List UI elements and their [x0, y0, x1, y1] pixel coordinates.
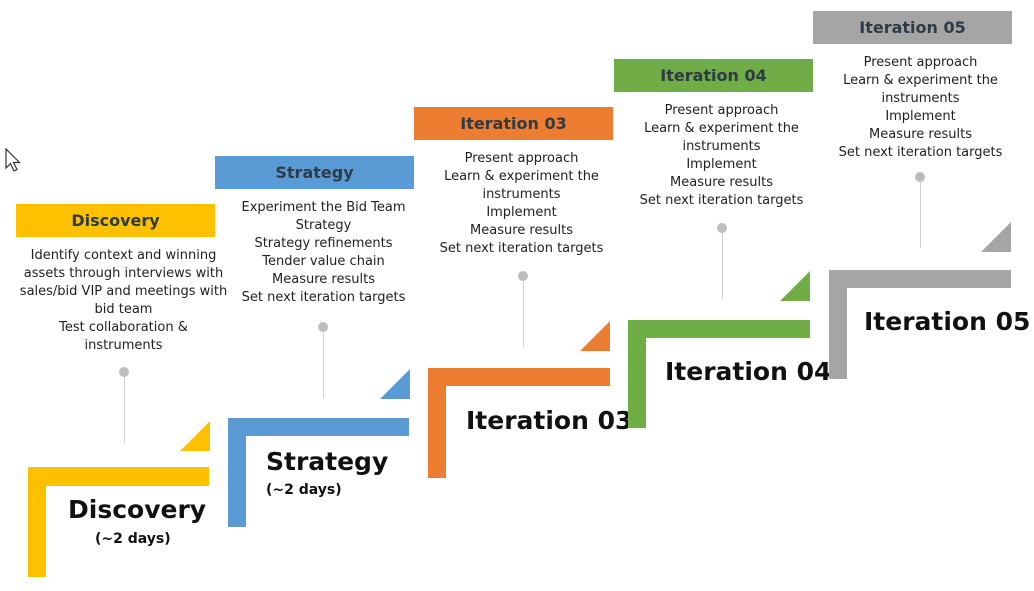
detail-line: Set next iteration targets	[439, 241, 604, 256]
detail-line: Test collaboration &	[59, 320, 188, 335]
step-vertical-bar	[628, 320, 646, 428]
detail-line: instruments	[682, 139, 761, 154]
iteration03-title: Iteration 03	[466, 406, 633, 435]
connector-dot	[318, 322, 328, 332]
step-vertical-bar	[428, 368, 446, 478]
connector-dot	[518, 271, 528, 281]
discovery-title: Discovery	[68, 495, 207, 524]
detail-line: Measure results	[272, 272, 375, 287]
connector-line	[124, 377, 125, 443]
discovery-details: Identify context and winning assets thro…	[16, 247, 231, 355]
detail-line: Measure results	[869, 127, 972, 142]
detail-line: Implement	[885, 109, 956, 124]
detail-line: Present approach	[863, 55, 978, 70]
connector-dot	[119, 367, 129, 377]
connector-dot	[915, 172, 925, 182]
step-vertical-bar	[228, 418, 246, 527]
detail-line: bid team	[94, 302, 153, 317]
detail-line: Implement	[686, 157, 757, 172]
detail-line: Set next iteration targets	[241, 290, 406, 305]
iteration04-title: Iteration 04	[665, 357, 832, 386]
discovery-header: Discovery	[16, 204, 215, 237]
detail-line: Learn & experiment the	[444, 169, 599, 184]
step-horizontal-bar	[28, 467, 209, 486]
detail-line: Experiment the Bid Team	[241, 200, 406, 215]
iteration04-details: Present approach Learn & experiment the …	[614, 102, 829, 210]
strategy-details: Experiment the Bid Team Strategy Strateg…	[216, 199, 431, 307]
iteration03-header: Iteration 03	[414, 107, 613, 140]
step-corner-triangle	[180, 421, 210, 451]
detail-line: Tender value chain	[262, 254, 385, 269]
detail-line: Set next iteration targets	[838, 145, 1003, 160]
strategy-header: Strategy	[215, 156, 414, 189]
detail-line: Learn & experiment the	[843, 73, 998, 88]
step-horizontal-bar	[628, 320, 810, 338]
iteration04-header: Iteration 04	[614, 59, 813, 92]
step-vertical-bar	[28, 467, 46, 577]
iteration05-header: Iteration 05	[813, 11, 1012, 44]
detail-line: Implement	[486, 205, 557, 220]
connector-line	[523, 281, 524, 347]
detail-line: instruments	[881, 91, 960, 106]
connector-line	[722, 233, 723, 299]
step-corner-triangle	[981, 222, 1011, 252]
step-corner-triangle	[780, 271, 810, 301]
detail-line: Measure results	[670, 175, 773, 190]
detail-line: instruments	[482, 187, 561, 202]
discovery-duration: (~2 days)	[95, 531, 171, 547]
iteration03-details: Present approach Learn & experiment the …	[414, 150, 629, 258]
connector-line	[323, 332, 324, 398]
mouse-cursor-icon	[5, 148, 21, 172]
detail-line: sales/bid VIP and meetings with	[19, 284, 228, 299]
detail-line: Strategy	[295, 218, 352, 233]
detail-line: Identify context and winning	[30, 248, 217, 263]
iteration05-details: Present approach Learn & experiment the …	[813, 54, 1028, 162]
iteration05-title: Iteration 05	[864, 307, 1031, 336]
step-horizontal-bar	[428, 368, 610, 386]
detail-line: Measure results	[470, 223, 573, 238]
step-horizontal-bar	[228, 418, 409, 436]
strategy-title: Strategy	[266, 447, 389, 476]
detail-line: assets through interviews with	[23, 266, 224, 281]
detail-line: Learn & experiment the	[644, 121, 799, 136]
detail-line: Set next iteration targets	[639, 193, 804, 208]
connector-dot	[717, 223, 727, 233]
strategy-duration: (~2 days)	[266, 482, 342, 498]
step-corner-triangle	[580, 321, 610, 351]
detail-line: Present approach	[664, 103, 779, 118]
detail-line: Present approach	[464, 151, 579, 166]
detail-line: instruments	[84, 338, 163, 353]
connector-line	[920, 182, 921, 248]
step-horizontal-bar	[829, 270, 1011, 288]
step-corner-triangle	[380, 369, 410, 399]
step-vertical-bar	[829, 270, 847, 379]
detail-line: Strategy refinements	[254, 236, 393, 251]
